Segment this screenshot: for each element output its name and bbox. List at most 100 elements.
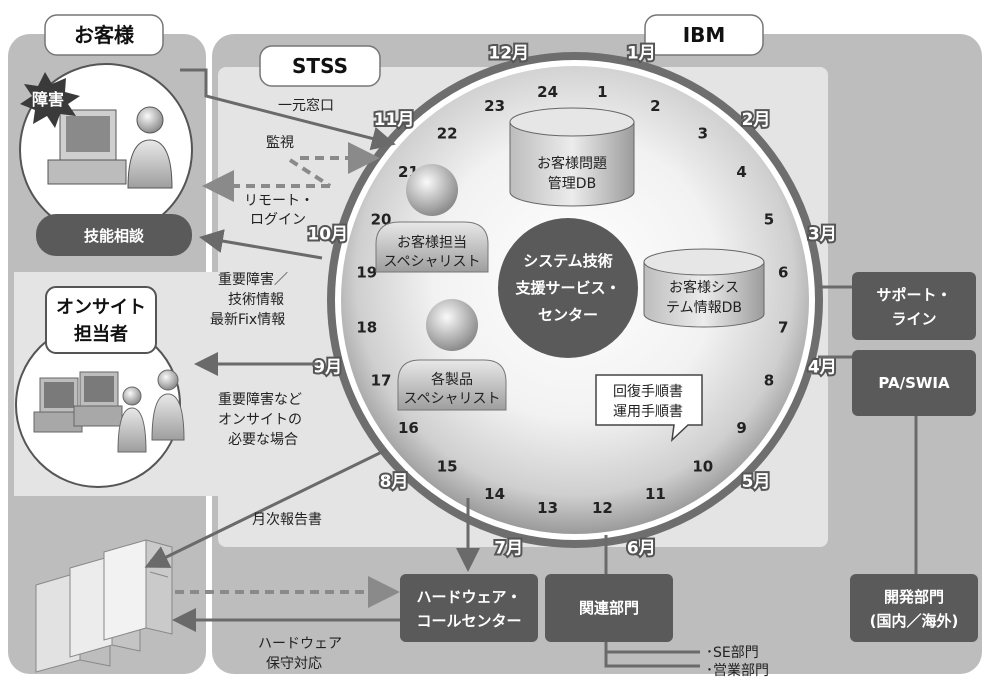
dev-dept-box <box>850 574 978 642</box>
system-db-line2: テム情報DB <box>666 300 742 316</box>
clock-month-7: 7月 <box>494 538 523 558</box>
clock-hour-5: 5 <box>764 211 774 229</box>
center-line3: センター <box>538 306 598 324</box>
monthly-report-label: 月次報告書 <box>252 512 322 528</box>
problem-db-line2: 管理DB <box>548 176 596 192</box>
clock-hour-15: 15 <box>437 458 458 476</box>
clock-hour-8: 8 <box>764 371 774 389</box>
info-line2: 技術情報 <box>228 292 284 308</box>
onsite-workers-icon <box>33 369 185 453</box>
pa-swia-label: PA/SWIA <box>878 374 950 392</box>
clock-month-12: 12月 <box>488 44 529 64</box>
related-dept-label: 関連部門 <box>579 599 639 617</box>
clock-hour-12: 12 <box>592 499 613 517</box>
center-line1: システム技術 <box>523 252 613 270</box>
remote-login-line1: リモート・ <box>244 193 314 209</box>
system-db-line1: お客様シス <box>669 279 739 296</box>
monitoring-label: 監視 <box>266 134 294 151</box>
stss-title: STSS <box>292 54 348 78</box>
account-specialist-icon <box>375 164 489 273</box>
hw-maint-line2: 保守対応 <box>266 656 322 672</box>
remote-login-line2: ログイン <box>250 212 306 228</box>
clock-hour-4: 4 <box>736 163 746 181</box>
clock-hour-14: 14 <box>484 485 505 503</box>
onsite-need-line1: 重要障害など <box>218 392 302 408</box>
onsite-band-ext <box>206 272 220 496</box>
flow-arrows <box>144 68 480 632</box>
clock-hour-10: 10 <box>692 458 713 476</box>
ibm-title: IBM <box>683 23 726 47</box>
onsite-need-line2: オンサイトの <box>218 412 302 428</box>
clock-hour-3: 3 <box>698 124 708 142</box>
computer-user-icon <box>47 106 173 189</box>
related-dept-box <box>545 574 673 642</box>
clock-hour-11: 11 <box>645 485 666 503</box>
onsite-title-line2: 担当者 <box>74 323 128 345</box>
clock-hour-16: 16 <box>398 419 419 437</box>
account-specialist-line1: お客様担当 <box>397 234 467 251</box>
clock-month-9: 9月 <box>313 357 342 377</box>
center-line2: 支援サービス・ <box>514 279 620 297</box>
support-line-box <box>852 272 976 340</box>
support-line1: サポート・ <box>876 286 951 304</box>
account-specialist-line2: スペシャリスト <box>383 254 480 270</box>
dev-line2: (国内／海外) <box>870 612 959 630</box>
clock-month-6: 6月 <box>627 538 656 558</box>
clock-hour-7: 7 <box>778 318 788 336</box>
info-line3: 最新Fix情報 <box>210 312 285 328</box>
ibm-tab <box>644 14 764 56</box>
tech-consult-label: 技能相談 <box>84 227 145 245</box>
clock-labels: 1234567891011121314151617181920212223241… <box>305 42 838 561</box>
clock-month-4: 4月 <box>808 357 837 377</box>
hw-call-line1: ハードウェア・ <box>416 588 521 606</box>
clock-month-2: 2月 <box>742 110 771 130</box>
pa-swia-box <box>852 350 976 416</box>
incident-badge: 障害 <box>32 90 64 109</box>
product-specialist-icon <box>397 299 507 411</box>
clock-hour-17: 17 <box>371 371 392 389</box>
tech-consult-box <box>36 214 192 256</box>
customer-tab <box>44 14 164 56</box>
clock-month-10: 10月 <box>307 225 348 245</box>
dashed-arrows <box>175 142 400 608</box>
clock-month-1: 1月 <box>627 44 656 64</box>
clock-hour-24: 24 <box>537 83 558 101</box>
single-window-label: 一元窓口 <box>278 97 334 114</box>
onsite-title-line1: オンサイト <box>56 297 146 318</box>
clock-month-5: 5月 <box>742 472 771 492</box>
se-dept-label: ･SE部門 <box>706 645 759 661</box>
support-line2: ライン <box>891 310 936 328</box>
procedure-line1: 回復手順書 <box>613 383 683 400</box>
procedure-line2: 運用手順書 <box>613 404 683 420</box>
service-center-circle <box>498 218 638 358</box>
incident-burst-icon <box>20 72 80 128</box>
server-rack-icon <box>35 539 173 673</box>
clock-hour-13: 13 <box>537 499 558 517</box>
clock-hour-2: 2 <box>650 97 660 115</box>
system-db-cylinder <box>643 248 765 328</box>
clock-hour-22: 22 <box>437 124 458 142</box>
connectors <box>604 285 918 668</box>
onsite-need-line3: 必要な場合 <box>228 432 298 448</box>
clock-month-8: 8月 <box>380 472 409 492</box>
hw-call-line2: コールセンター <box>416 612 521 630</box>
onsite-title-box <box>45 286 157 354</box>
sales-dept-label: ･営業部門 <box>706 663 769 679</box>
hw-call-center-box <box>400 574 538 642</box>
stss-tab <box>259 45 381 87</box>
procedure-note-icon <box>595 374 703 442</box>
clock-hour-9: 9 <box>736 419 746 437</box>
clock-month-11: 11月 <box>374 110 415 130</box>
clock-month-3: 3月 <box>808 225 837 245</box>
clock-hour-6: 6 <box>778 264 788 282</box>
product-specialist-line2: スペシャリスト <box>403 391 500 407</box>
dev-line1: 開発部門 <box>884 588 944 606</box>
clock-hour-19: 19 <box>356 264 377 282</box>
customer-title: お客様 <box>74 23 135 47</box>
problem-db-line1: お客様問題 <box>537 155 607 172</box>
clock-hour-18: 18 <box>356 318 377 336</box>
product-specialist-line1: 各製品 <box>431 372 473 388</box>
problem-db-cylinder <box>509 107 635 207</box>
clock-hour-23: 23 <box>484 97 505 115</box>
